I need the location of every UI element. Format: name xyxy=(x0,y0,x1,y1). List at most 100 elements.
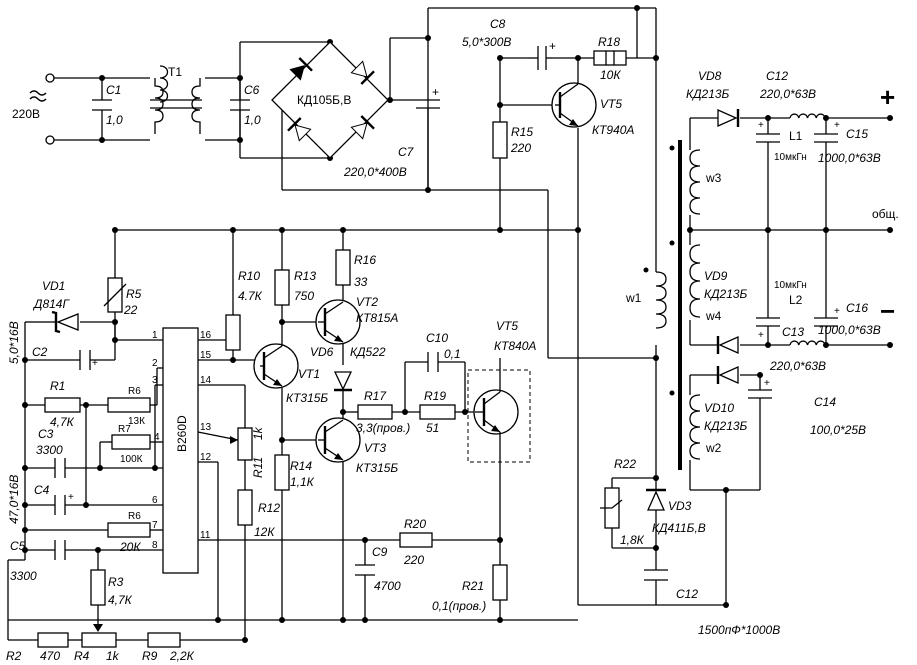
vd6-value: КД522 xyxy=(350,345,386,359)
vt2-name: VT2 xyxy=(356,295,378,309)
pin-3: 3 xyxy=(152,375,158,386)
c16-name: C16 xyxy=(846,301,868,315)
potentiometer-r11: R11 1k xyxy=(230,426,265,478)
inductor-l1: L1 10мкГн xyxy=(774,113,826,163)
t1-name: T1 xyxy=(168,65,182,79)
w3-label: w3 xyxy=(705,171,722,185)
pin-2: 2 xyxy=(152,358,158,369)
mains-voltage-label: 220В xyxy=(12,107,40,121)
resistor-r21: R21 0,1(пров.) xyxy=(432,564,508,613)
c15-value: 1000,0*63В xyxy=(818,151,881,165)
r1-name: R1 xyxy=(50,379,65,393)
pin-12: 12 xyxy=(200,452,212,463)
w1-label: w1 xyxy=(625,291,642,305)
capacitor-c12-snubber: C12 1500пФ*1000В xyxy=(644,569,780,637)
resistor-r13: R13 750 xyxy=(274,269,316,306)
diode-vd9: VD9 КД213Б xyxy=(704,269,748,355)
capacitor-c1: C1 1,0 xyxy=(92,83,123,127)
l2-name: L2 xyxy=(789,293,803,307)
c15-name: C15 xyxy=(846,127,868,141)
capacitor-c16: + C16 1000,0*63В xyxy=(814,301,881,337)
r15-value: 220 xyxy=(510,141,531,155)
transistor-vt3: VT3 КТ315Б xyxy=(315,417,398,475)
vt1-value: КТ315Б xyxy=(286,391,328,405)
vd9-value: КД213Б xyxy=(704,287,748,301)
c10-name: C10 xyxy=(426,331,448,345)
main-transformer: w3 w1 w4 w2 xyxy=(625,140,722,470)
c7-plus-sign: + xyxy=(432,85,439,99)
r20-value: 220 xyxy=(403,553,424,567)
vt5-top-value: КТ940А xyxy=(592,123,634,137)
transistor-vt1: VT1 КТ315Б xyxy=(253,340,328,405)
r19-name: R19 xyxy=(424,389,446,403)
vd8-name: VD8 xyxy=(698,69,722,83)
r10-name: R10 xyxy=(238,269,260,283)
pin-4: 4 xyxy=(154,432,160,443)
c7-name: C7 xyxy=(398,145,415,159)
ic-b260d: B260D 1 2 3 4 6 7 8 16 15 14 13 12 11 xyxy=(152,327,212,574)
transistor-vt5-top: VT5 КТ940А xyxy=(551,68,634,137)
resistor-r10: R10 4.7К xyxy=(225,269,263,351)
capacitor-c5: C5 3300 xyxy=(10,539,66,583)
r5-value: 22 xyxy=(123,303,138,317)
c13-plus-sign: + xyxy=(758,330,764,341)
l1-value: 10мкГн xyxy=(774,152,807,163)
resistor-r7: R7 100К xyxy=(111,424,151,465)
c12-snubber-name: C12 xyxy=(676,587,698,601)
r19-value: 51 xyxy=(426,421,439,435)
pin-13: 13 xyxy=(200,422,212,433)
r9-name: R9 xyxy=(142,649,158,663)
c13-name: C13 xyxy=(782,325,804,339)
r18-name: R18 xyxy=(598,35,620,49)
capacitor-c2: + C2 5,0*16В xyxy=(7,321,98,370)
r10-value: 4.7К xyxy=(238,289,263,303)
r16-name: R16 xyxy=(354,253,376,267)
capacitor-c7: + C7 220,0*400В xyxy=(343,85,440,190)
r12-name: R12 xyxy=(258,501,280,515)
r22-value: 1,8К xyxy=(620,533,645,547)
resistor-r2: R2 470 xyxy=(6,632,69,663)
bridge-diode-icon xyxy=(287,117,312,142)
c1-name: C1 xyxy=(106,83,121,97)
c5-name: C5 xyxy=(10,539,26,553)
r12-value: 12К xyxy=(254,525,275,539)
inductor-l2: 10мкГн L2 xyxy=(774,280,826,346)
vt5-top-name: VT5 xyxy=(600,97,622,111)
c7-value: 220,0*400В xyxy=(343,165,407,179)
r7-name: R7 xyxy=(118,424,131,435)
r1-value: 4,7К xyxy=(50,415,75,429)
r22-name: R22 xyxy=(614,457,636,471)
pin-15: 15 xyxy=(200,350,212,361)
outputs: + общ. − xyxy=(872,82,899,326)
c3-name: C3 xyxy=(38,427,54,441)
pin-11: 11 xyxy=(200,530,211,541)
pin-14: 14 xyxy=(200,375,212,386)
capacitor-c9: C9 4700 xyxy=(355,545,401,593)
r3-name: R3 xyxy=(108,575,124,589)
c8-value: 5,0*300В xyxy=(462,35,511,49)
resistor-r5: R5 22 xyxy=(103,277,142,317)
c9-name: C9 xyxy=(372,545,388,559)
r3-value: 4,7К xyxy=(108,593,133,607)
c12-snubber-value: 1500пФ*1000В xyxy=(698,623,780,637)
r14-name: R14 xyxy=(290,459,312,473)
r21-name: R21 xyxy=(462,579,484,593)
c12-out-plus-sign: + xyxy=(758,120,764,131)
c14-name: C14 xyxy=(814,395,836,409)
junction-dots xyxy=(22,5,893,643)
vd1-value: Д814Г xyxy=(32,297,70,311)
resistor-r22: R22 1,8К xyxy=(600,457,645,547)
r20-name: R20 xyxy=(404,517,426,531)
vd9-name: VD9 xyxy=(704,269,728,283)
capacitor-c15: + C15 1000,0*63В xyxy=(814,120,881,165)
pin-8: 8 xyxy=(152,540,158,551)
output-minus: − xyxy=(880,296,895,326)
r2-value: 470 xyxy=(40,649,60,663)
resistor-r12: R12 12К xyxy=(237,489,280,539)
c12-out-value: 220,0*63В xyxy=(759,87,816,101)
vt3-name: VT3 xyxy=(364,441,386,455)
resistor-r17: R17 3,3(пров.) xyxy=(356,389,410,435)
zener-vd1: VD1 Д814Г xyxy=(32,279,79,334)
vt2-value: КТ815А xyxy=(356,311,398,325)
vd3-value: КД411Б,В xyxy=(652,521,706,535)
